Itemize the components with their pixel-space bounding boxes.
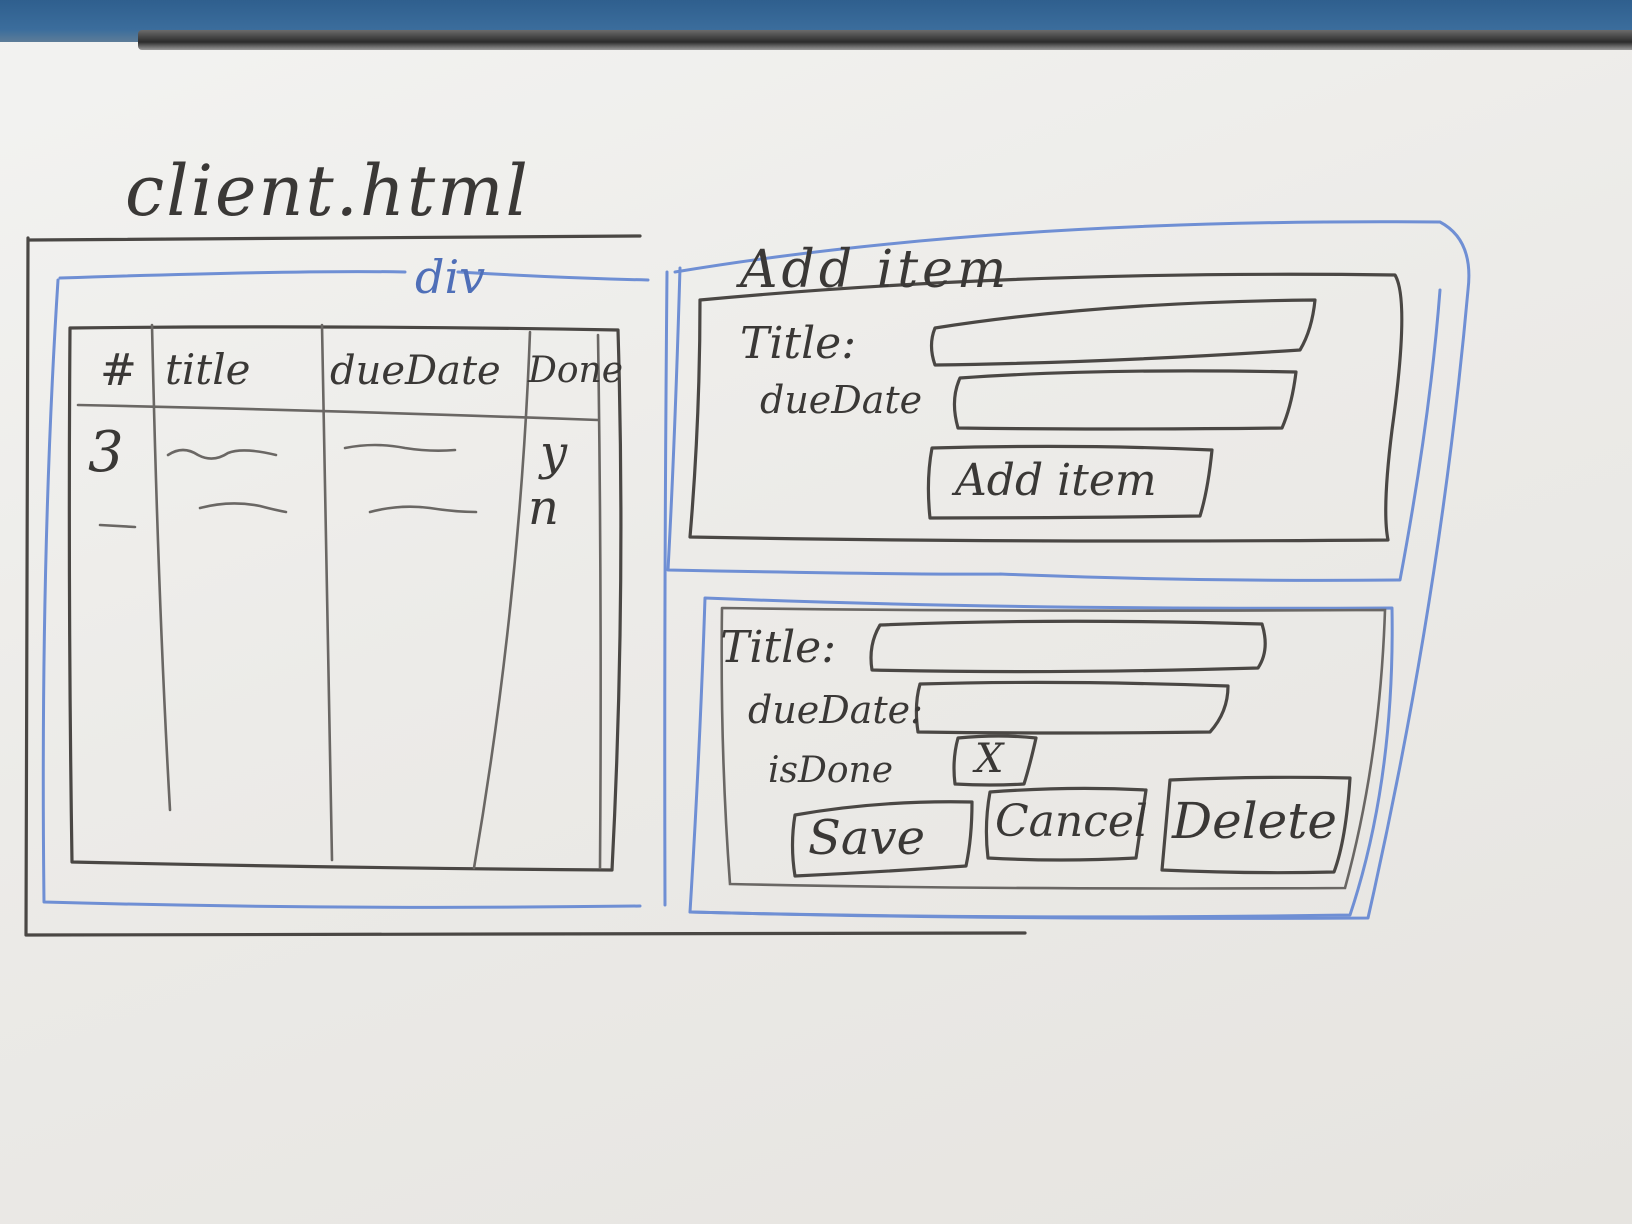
add-item-button-outline	[926, 444, 1214, 520]
left-div-outline	[41, 270, 650, 909]
add-item-button[interactable]: Add item	[955, 455, 1157, 506]
save-button[interactable]: Save	[808, 810, 926, 866]
add-form-heading: Add item	[740, 240, 1011, 300]
table-header-done: Done	[528, 350, 624, 391]
add-panel-box	[688, 272, 1404, 543]
left-div-label: div	[415, 250, 486, 304]
row2-title-scribble	[198, 502, 288, 514]
page-frame	[24, 234, 1027, 937]
row2-num-dash	[98, 523, 137, 529]
row2-due-scribble	[368, 505, 478, 514]
table-col-divider-1	[150, 323, 172, 812]
add-panel-blue	[666, 266, 1442, 582]
edit-title-label: Title:	[720, 622, 837, 673]
table-col-divider-3b	[596, 333, 602, 870]
save-button-outline	[790, 800, 974, 878]
delete-button[interactable]: Delete	[1172, 792, 1337, 850]
edit-panel-blue	[688, 596, 1394, 919]
add-title-label: Title:	[740, 318, 857, 369]
cancel-button-outline	[984, 786, 1148, 862]
table-header-divider	[76, 403, 600, 422]
table-col-divider-3	[472, 330, 532, 870]
table-col-divider-2	[320, 323, 334, 862]
row2-done: n	[528, 480, 559, 536]
isdone-checkbox-mark[interactable]: X	[975, 736, 1004, 782]
div-separator	[663, 270, 669, 907]
table-header-title: title	[165, 345, 251, 394]
add-title-input	[929, 298, 1317, 367]
delete-button-outline	[1160, 775, 1352, 875]
edit-due-input	[914, 680, 1230, 735]
marker-tray	[138, 30, 1632, 50]
edit-isdone-label: isDone	[768, 750, 894, 791]
add-due-input	[952, 369, 1298, 431]
row1-done: y	[540, 425, 568, 481]
row1-number: 3	[88, 420, 124, 485]
edit-due-label: dueDate:	[748, 688, 923, 732]
table-header-duedate: dueDate	[330, 348, 501, 394]
cancel-button[interactable]: Cancel	[995, 796, 1148, 847]
file-title: client.html	[125, 150, 530, 232]
row1-due-scribble	[343, 443, 457, 452]
table-outline	[67, 325, 623, 872]
table-header-number: #	[100, 345, 137, 396]
edit-panel-box	[720, 606, 1387, 890]
isdone-checkbox	[952, 734, 1038, 787]
edit-title-input	[869, 619, 1267, 674]
add-due-label: dueDate	[760, 378, 923, 422]
row1-title-scribble	[166, 448, 278, 460]
